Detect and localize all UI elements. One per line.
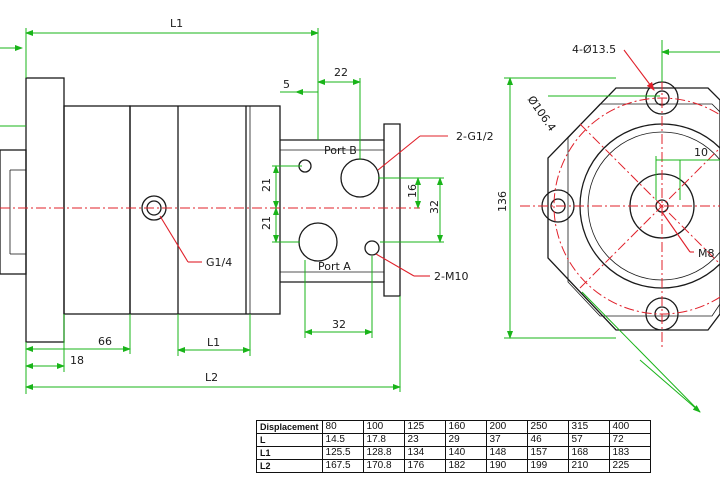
dim-sixtysix: 66 <box>98 335 112 348</box>
row-label: L <box>256 433 323 447</box>
front-housing <box>63 105 131 315</box>
table-cell: 72 <box>608 433 651 447</box>
side-callouts: Port B Port A 2-G1/2 G1/4 2-M10 <box>159 130 494 283</box>
dim-l1-top: L1 <box>170 17 183 30</box>
table-cell: 210 <box>567 459 610 473</box>
table-cell: 46 <box>526 433 569 447</box>
row-label: Displacement <box>256 420 323 434</box>
front-view <box>520 62 720 350</box>
label-port-a: Port A <box>318 260 351 273</box>
side-dimensions: L1 5 22 21 21 16 32 32 66 <box>0 17 444 394</box>
dim-twentyone-a: 21 <box>260 178 273 192</box>
table-cell: 168 <box>567 446 610 460</box>
label-2-g12: 2-G1/2 <box>456 130 494 143</box>
table-cell: 23 <box>403 433 446 447</box>
dim-sixteen: 16 <box>406 184 419 198</box>
table-cell: 128.8 <box>362 446 405 460</box>
front-callouts: 4-Ø13.5 M8 <box>572 43 715 260</box>
dim-twentytwo: 22 <box>334 66 348 79</box>
main-housing <box>129 105 281 315</box>
table-cell: 190 <box>485 459 528 473</box>
dim-twentyone-b: 21 <box>260 216 273 230</box>
output-shaft <box>0 149 27 275</box>
row-label: L2 <box>256 459 323 473</box>
front-flange <box>547 87 720 331</box>
dim-thirtytwo-h: 32 <box>332 318 346 331</box>
table-cell: 100 <box>362 420 405 434</box>
port-block <box>280 123 401 297</box>
dim-eighteen: 18 <box>70 354 84 367</box>
table-cell: 134 <box>403 446 446 460</box>
table-cell: 160 <box>444 420 487 434</box>
table-cell: 125 <box>403 420 446 434</box>
row-label: L1 <box>256 446 323 460</box>
table-cell: 157 <box>526 446 569 460</box>
table-cell: 37 <box>485 433 528 447</box>
label-g14: G1/4 <box>206 256 232 269</box>
label-2-m10: 2-M10 <box>434 270 468 283</box>
table-cell: 17.8 <box>362 433 405 447</box>
table-cell: 80 <box>321 420 364 434</box>
table-cell: 29 <box>444 433 487 447</box>
port-b-circle <box>340 158 380 198</box>
dim-136: 136 <box>496 191 509 212</box>
dim-five: 5 <box>283 78 290 91</box>
table-cell: 183 <box>608 446 651 460</box>
side-view <box>0 77 420 343</box>
table-cell: 167.5 <box>321 459 364 473</box>
table-cell: 225 <box>608 459 651 473</box>
dim-phi106: Ø106.4 <box>525 93 559 133</box>
label-port-b: Port B <box>324 144 357 157</box>
port-a-circle <box>298 222 338 262</box>
table-cell: 315 <box>567 420 610 434</box>
table-cell: 400 <box>608 420 651 434</box>
dim-thirtytwo-v: 32 <box>428 200 441 214</box>
table-cell: 200 <box>485 420 528 434</box>
table-cell: 140 <box>444 446 487 460</box>
dim-ten: 10 <box>694 146 708 159</box>
dim-l1-bottom: L1 <box>207 336 220 349</box>
table-cell: 182 <box>444 459 487 473</box>
dim-l2: L2 <box>205 371 218 384</box>
label-m8: M8 <box>698 247 715 260</box>
table-cell: 176 <box>403 459 446 473</box>
table-cell: 14.5 <box>321 433 364 447</box>
table-cell: 148 <box>485 446 528 460</box>
label-4-holes: 4-Ø13.5 <box>572 43 616 56</box>
table-cell: 250 <box>526 420 569 434</box>
m10-hole-bottom <box>364 240 380 256</box>
table-cell: 57 <box>567 433 610 447</box>
table-cell: 199 <box>526 459 569 473</box>
table-cell: 170.8 <box>362 459 405 473</box>
table-cell: 125.5 <box>321 446 364 460</box>
mounting-flange <box>25 77 65 343</box>
